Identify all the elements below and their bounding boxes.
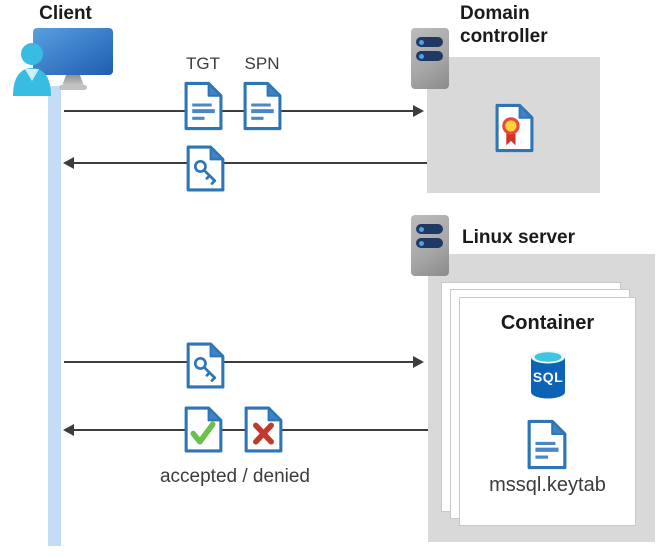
certificate-icon [494,102,535,159]
keytab-label: mssql.keytab [489,474,606,496]
sql-text: SQL [532,369,564,385]
cross-document-icon [243,405,284,459]
arrow-line-tgt-request [64,110,414,112]
client-person-icon [10,40,62,98]
linux-server-label: Linux server [462,227,575,248]
key-document-icon-bottom [185,341,226,395]
arrowhead-ticket-response [63,157,74,169]
container-label: Container [500,312,595,334]
client-label: Client [39,3,92,24]
spn-document-icon [242,80,283,137]
keytab-document-icon [526,417,568,472]
spn-label: SPN [244,54,280,73]
tgt-document-icon [183,80,224,137]
sql-database-icon: SQL [528,348,568,401]
arrowhead-result-response [63,424,74,436]
accepted-denied-label: accepted / denied [159,466,310,487]
domain-controller-label: Domain controller [460,3,548,47]
client-lifeline [48,86,61,546]
key-document-icon-top [185,144,226,198]
arrow-line-ticket-request [64,361,414,363]
arrowhead-tgt-request [413,105,424,117]
tgt-label: TGT [186,54,220,73]
check-document-icon [183,405,224,459]
domain-controller-server-icon [411,28,449,89]
linux-server-icon [411,215,449,276]
arrow-line-ticket-response [73,162,427,164]
container-card-front: Container SQL mssql.keytab [459,297,636,526]
client-monitor-icon [32,27,114,91]
arrowhead-ticket-request [413,356,424,368]
